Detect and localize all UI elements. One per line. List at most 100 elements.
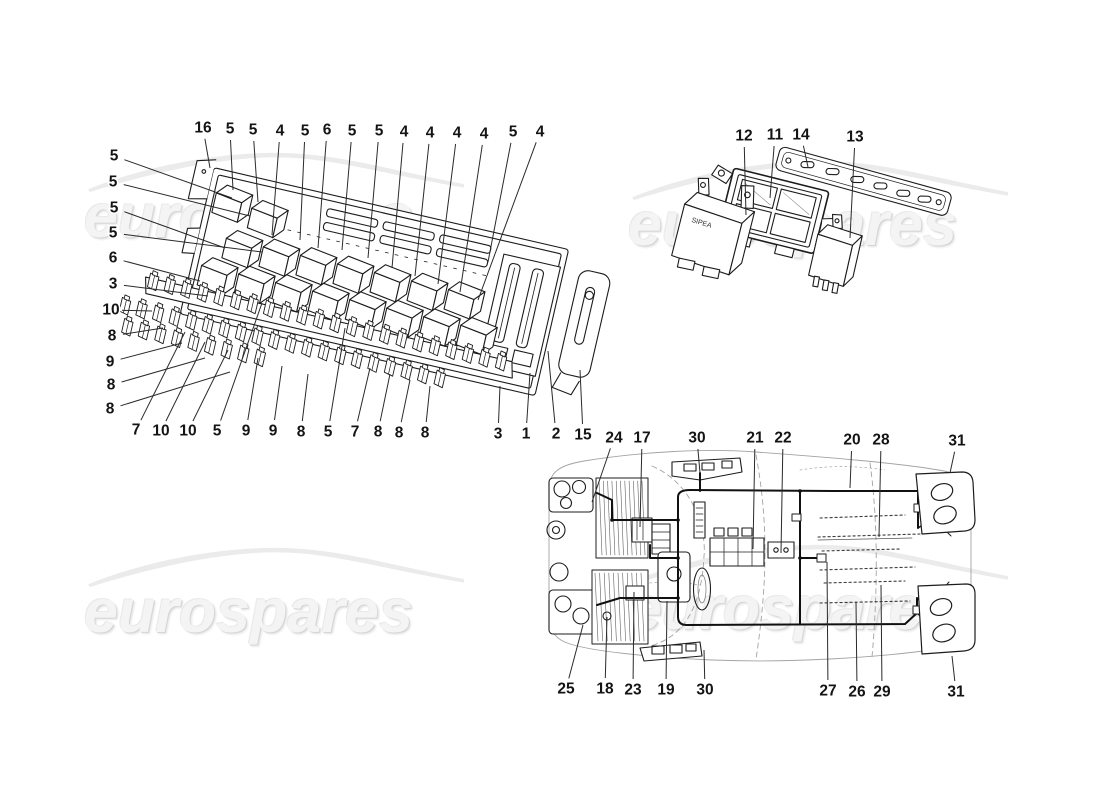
board-left-ear [187, 159, 217, 200]
callout-leader-26 [855, 601, 858, 682]
callout-leader-7 [357, 367, 371, 422]
callout-leader-4 [477, 142, 537, 301]
part-number-4: 4 [400, 124, 409, 141]
callout-leader-4 [391, 142, 404, 269]
callout-leader-8 [400, 379, 411, 423]
fuse-clip [203, 334, 218, 356]
part-number-5: 5 [348, 123, 357, 140]
rear-harness-feather-lines [817, 514, 921, 604]
fuse-clip [253, 345, 268, 368]
front-lighting-cluster [546, 477, 596, 635]
part-number-19: 19 [657, 682, 675, 699]
fuse-clip [151, 301, 166, 324]
callout-leader-6 [123, 260, 201, 282]
callout-leader-29 [880, 584, 883, 682]
part-number-16: 16 [194, 120, 212, 137]
part-number-8: 8 [374, 424, 383, 441]
callout-leader-28 [878, 450, 882, 538]
callout-leader-31 [949, 451, 956, 474]
callout-leader-23 [632, 591, 635, 680]
part-number-18: 18 [596, 681, 614, 698]
callout-leader-5 [124, 159, 233, 199]
callout-leader-5 [230, 139, 234, 191]
hatch-line [611, 480, 616, 556]
hatch-line [599, 572, 603, 642]
part-number-5: 5 [109, 174, 118, 191]
part-number-8: 8 [297, 424, 306, 441]
callout-leader-11 [769, 145, 775, 199]
board-slot-strips [267, 208, 492, 277]
hatch-line [626, 572, 631, 642]
fuse-clip [134, 297, 149, 320]
fuse-relay-board [118, 159, 611, 396]
callout-leader-30 [697, 448, 701, 474]
callout-leader-10 [165, 341, 206, 422]
callout-leader-5 [124, 211, 226, 249]
callout-leader-19 [665, 600, 668, 680]
part-number-9: 9 [106, 354, 115, 371]
callout-leader-8 [121, 357, 206, 383]
part-number-9: 9 [269, 423, 278, 440]
part-number-30: 30 [688, 430, 705, 447]
part-number-31: 31 [948, 433, 966, 450]
part-number-3: 3 [494, 426, 503, 443]
callout-leader-13 [849, 147, 855, 239]
part-number-5: 5 [109, 225, 118, 242]
part-number-26: 26 [848, 684, 866, 701]
part-number-27: 27 [819, 683, 836, 700]
hatch-line [636, 572, 640, 642]
callout-leader-15 [579, 369, 583, 425]
part-number-10: 10 [179, 423, 196, 440]
callout-leader-5 [367, 141, 379, 259]
part-number-7: 7 [351, 424, 360, 441]
part-number-8: 8 [107, 377, 116, 394]
part-number-17: 17 [633, 430, 650, 447]
part-number-4: 4 [426, 125, 435, 142]
hatch-line [617, 572, 622, 642]
lower-console [639, 641, 703, 662]
callout-leader-4 [459, 144, 483, 293]
taillight-cluster-top [915, 471, 976, 535]
callout-leader-25 [568, 624, 584, 679]
part-number-5: 5 [110, 200, 119, 217]
callout-leader-4 [271, 141, 280, 236]
callout-leader-22 [780, 448, 784, 554]
part-number-8: 8 [421, 425, 430, 442]
callout-leader-31 [951, 655, 956, 682]
callout-leader-8 [120, 371, 231, 407]
callout-leader-5 [299, 141, 305, 241]
callout-leader-4 [437, 143, 457, 285]
part-number-13: 13 [846, 129, 864, 146]
hatch-line [602, 480, 607, 556]
radiator-hatch-panels [591, 477, 649, 645]
callout-leader-8 [379, 373, 391, 422]
part-number-5: 5 [509, 124, 518, 141]
hatch-line [613, 572, 617, 642]
part-number-4: 4 [453, 125, 462, 142]
callout-leader-24 [591, 448, 611, 503]
roof-console [671, 457, 743, 481]
part-number-1: 1 [522, 426, 531, 443]
callout-leader-9 [274, 365, 283, 421]
part-number-21: 21 [746, 430, 764, 447]
part-number-9: 9 [242, 423, 251, 440]
side-bracket-15 [551, 270, 611, 396]
dash-components [602, 501, 795, 621]
hatch-line [607, 480, 611, 556]
part-number-5: 5 [375, 123, 384, 140]
callout-leader-5 [329, 327, 346, 422]
hatch-line [640, 572, 645, 642]
part-number-28: 28 [872, 432, 890, 449]
callout-leader-7 [140, 331, 186, 421]
callout-leader-16 [204, 138, 211, 169]
relay-13 [808, 213, 863, 294]
callout-leader-9 [247, 357, 259, 421]
callout-leader-3 [123, 284, 209, 297]
hatch-line [628, 480, 633, 556]
callout-leader-8 [301, 373, 309, 422]
fuse-clip [219, 337, 235, 360]
